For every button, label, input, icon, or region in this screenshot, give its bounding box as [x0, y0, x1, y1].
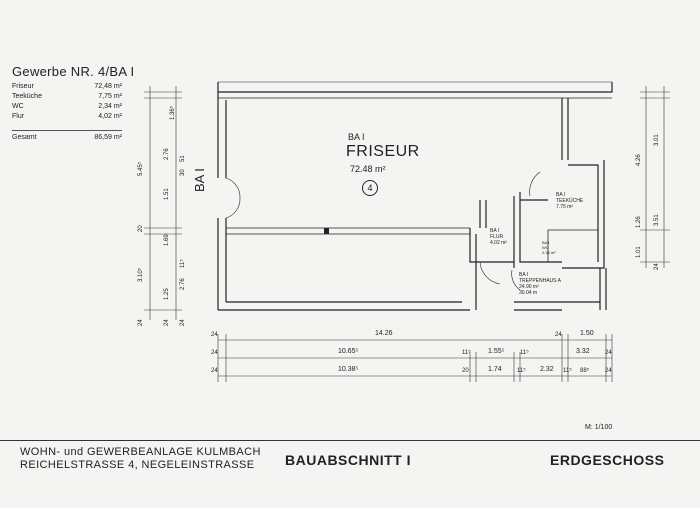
- unit-number-badge: 4: [362, 180, 378, 196]
- dim-text: 1.69: [164, 234, 170, 246]
- dim-text: 11⁵: [180, 259, 186, 268]
- dim-text: 1.26: [636, 216, 642, 228]
- legend-row-teekueche: Teeküche 7,75 m²: [12, 92, 122, 102]
- project-address: WOHN- und GEWERBEANLAGE KULMBACH REICHEL…: [20, 446, 261, 472]
- legend-row-flur: Flur 4,02 m²: [12, 112, 122, 122]
- flur-label: BA I FLUR 4.02 m²: [490, 228, 507, 246]
- dim-text: 24: [211, 368, 218, 374]
- dim-text: 10.65⁵: [338, 348, 359, 355]
- title-block-divider: [0, 440, 700, 441]
- dim-text: 24: [138, 319, 144, 326]
- room-section: BA I: [519, 272, 529, 278]
- floor-level: ERDGESCHOSS: [550, 452, 665, 468]
- dim-text: 1.51: [164, 188, 170, 200]
- wc-label: BA I WC 2.34 m²: [542, 240, 556, 255]
- dim-text: 1.74: [488, 366, 502, 373]
- dim-text: 20: [462, 368, 469, 374]
- dim-text: 24: [180, 319, 186, 326]
- dim-text: 24: [605, 368, 612, 374]
- dim-text: 11⁵: [520, 350, 529, 356]
- dim-text: 2.32: [540, 366, 554, 373]
- dim-text: 24: [211, 332, 218, 338]
- room-name: TREPPENHAUS A: [519, 278, 561, 284]
- project-name: WOHN- und GEWERBEANLAGE KULMBACH: [20, 446, 261, 458]
- legend-value: 2,34 m²: [98, 103, 122, 110]
- friseur-section: BA I: [348, 132, 365, 142]
- teekueche-label: BA I TEEKÜCHE 7.75 m²: [556, 192, 583, 210]
- dim-text: 3.01: [654, 134, 660, 146]
- room-section: BA I: [490, 228, 500, 234]
- dim-text: 51: [180, 155, 186, 162]
- dim-text: 11⁵: [563, 368, 572, 374]
- construction-section: BAUABSCHNITT I: [285, 452, 411, 468]
- legend-row-friseur: Friseur 72,48 m²: [12, 82, 122, 92]
- dim-text: 3.10⁵: [138, 267, 144, 282]
- dim-text: 88⁵: [580, 368, 590, 374]
- legend-label: Gesamt: [12, 134, 37, 141]
- dim-text: 1.01: [636, 246, 642, 258]
- legend-row-wc: WC 2,34 m²: [12, 102, 122, 112]
- dim-text: 1.25: [164, 288, 170, 300]
- scale-label: M: 1/100: [585, 424, 613, 431]
- room-area: 7.75 m²: [556, 204, 573, 210]
- dim-text: 24: [605, 350, 612, 356]
- legend-label: WC: [12, 103, 24, 110]
- side-section-label: BA I: [192, 168, 207, 192]
- room-name: WC: [542, 245, 549, 250]
- area-legend: Friseur 72,48 m² Teeküche 7,75 m² WC 2,3…: [12, 82, 122, 143]
- room-section: BA I: [556, 192, 566, 198]
- legend-title: Gewerbe NR. 4/BA I: [12, 64, 135, 79]
- dimension-lines: [144, 86, 670, 382]
- walls: [217, 81, 613, 311]
- room-area: 4.02 m²: [490, 240, 507, 246]
- dim-text: 5.45⁵: [138, 161, 144, 176]
- legend-label: Flur: [12, 113, 25, 120]
- legend-row-total: Gesamt 86,59 m²: [12, 130, 122, 143]
- room-perimeter: 30.04 m: [519, 290, 538, 296]
- legend-value: 4,02 m²: [98, 113, 122, 120]
- project-street: REICHELSTRASSE 4, NEGELEINSTRASSE: [20, 459, 255, 471]
- legend-value: 72,48 m²: [94, 83, 122, 90]
- dim-text: 3.51: [654, 214, 660, 226]
- dim-text: 4.26: [636, 154, 642, 166]
- room-section: BA I: [542, 240, 550, 245]
- legend-label: Teeküche: [12, 93, 42, 100]
- legend-value: 7,75 m²: [98, 93, 122, 100]
- dim-text: 11⁵: [462, 350, 471, 356]
- room-name: FLUR: [490, 234, 504, 240]
- dim-text: 24: [211, 350, 218, 356]
- friseur-room-name: FRISEUR: [346, 143, 420, 160]
- legend-value: 86,59 m²: [94, 134, 122, 141]
- dim-text: 3.32: [576, 348, 590, 355]
- dim-text: 24: [654, 263, 660, 270]
- dim-text: 20: [138, 225, 144, 232]
- dim-text: 1.36⁵: [170, 105, 176, 120]
- dim-text: 14.26: [375, 330, 393, 337]
- dim-text: 11⁵: [517, 368, 526, 374]
- dim-text: 10.38⁵: [338, 366, 359, 373]
- room-name: TEEKÜCHE: [556, 198, 584, 204]
- dim-text: 1.55⁵: [488, 348, 505, 355]
- dim-text: 24: [164, 319, 170, 326]
- dim-text: 24: [555, 332, 562, 338]
- dim-text: 2.76: [164, 148, 170, 160]
- room-area: 2.34 m²: [542, 250, 556, 255]
- dim-text: 30: [180, 169, 186, 176]
- dim-text: 2.76: [180, 278, 186, 290]
- treppenhaus-label: BA I TREPPENHAUS A 24.90 m² 30.04 m: [519, 272, 561, 296]
- legend-label: Friseur: [12, 83, 34, 90]
- dim-text: 1.50: [580, 330, 594, 337]
- friseur-area: 72.48 m²: [350, 164, 386, 174]
- room-area: 24.90 m²: [519, 284, 539, 290]
